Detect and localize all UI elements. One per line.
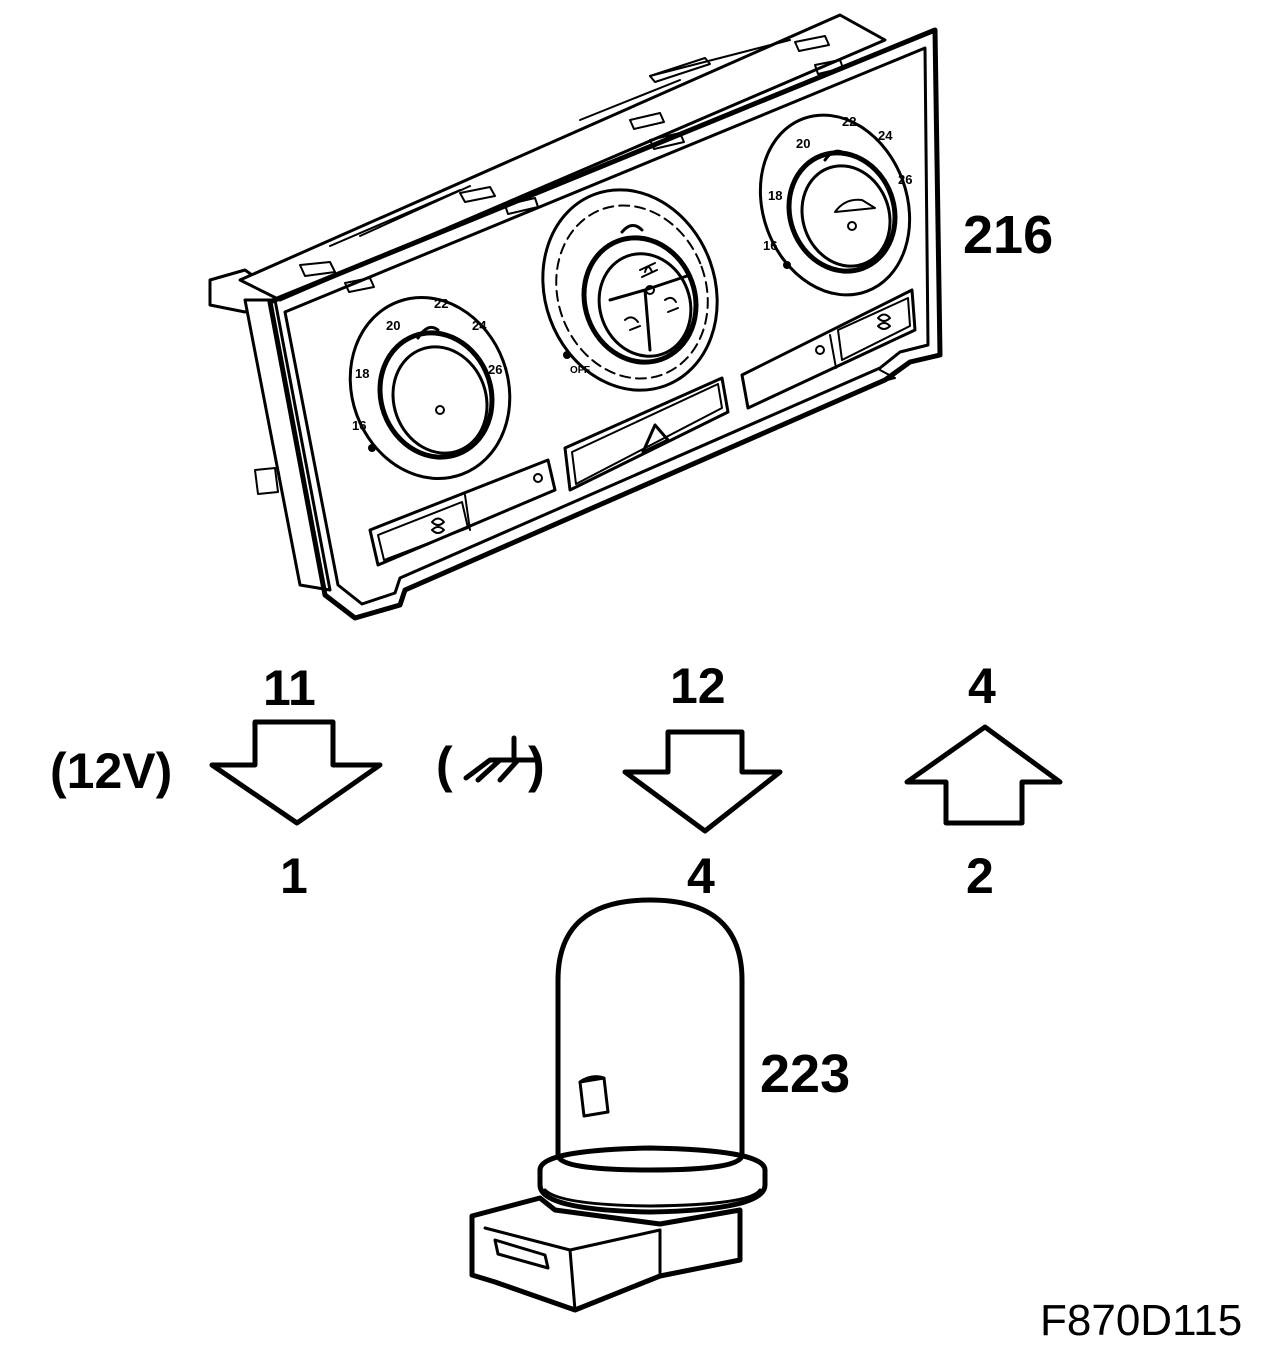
dial-mark: 18 xyxy=(355,366,369,381)
signal-arrow-down xyxy=(622,729,783,834)
figure-id: F870D115 xyxy=(1040,1296,1242,1345)
return-pin-bottom: 2 xyxy=(966,848,994,904)
return-pin-top: 4 xyxy=(968,658,996,714)
signal-pin-bottom: 4 xyxy=(687,848,715,904)
dial-mark: 20 xyxy=(386,318,400,333)
supply-arrow-down xyxy=(209,719,383,826)
dial-mark: 22 xyxy=(842,114,856,129)
dial-mark: 16 xyxy=(352,418,366,433)
supply-pin-bottom: 1 xyxy=(280,848,308,904)
supply-pin-top: 11 xyxy=(263,660,316,716)
ground-symbol: ( ) xyxy=(436,735,545,793)
supply-voltage-note: (12V) xyxy=(50,743,172,799)
dial-mark: 24 xyxy=(878,128,893,143)
dial-mark: 20 xyxy=(796,136,810,151)
return-arrow-up xyxy=(904,724,1063,826)
right-button-row[interactable] xyxy=(740,288,917,410)
dial-mark: 26 xyxy=(898,172,912,187)
dial-mark: 24 xyxy=(472,318,487,333)
left-button-row[interactable] xyxy=(368,458,557,567)
fan-off-mark: OFF xyxy=(570,365,590,376)
climate-control-panel: 16 18 20 22 24 26 OFF xyxy=(208,13,943,621)
dial-mark: 22 xyxy=(434,296,448,311)
signal-pin-top: 12 xyxy=(670,658,726,714)
part-number-223: 223 xyxy=(760,1044,850,1104)
temperature-dial-left[interactable]: 16 18 20 22 24 26 xyxy=(325,275,535,501)
fan-mode-dial[interactable]: OFF xyxy=(515,165,745,415)
part-number-216: 216 xyxy=(963,205,1053,265)
bulb-assembly xyxy=(469,897,768,1313)
svg-text:): ) xyxy=(528,737,545,793)
svg-text:(: ( xyxy=(436,737,453,793)
dial-mark: 18 xyxy=(768,188,782,203)
temperature-dial-right[interactable]: 16 18 20 22 24 26 xyxy=(736,94,934,316)
dial-mark: 26 xyxy=(488,362,502,377)
dial-mark: 16 xyxy=(763,238,777,253)
hazard-button[interactable] xyxy=(563,376,730,492)
